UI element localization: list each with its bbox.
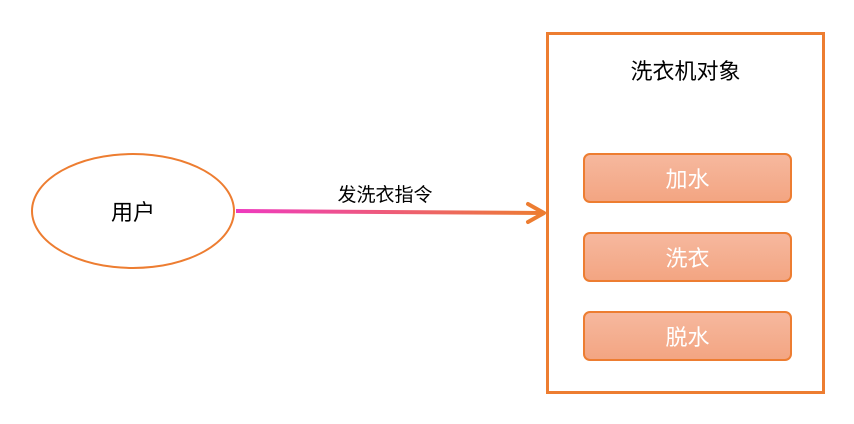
method-label: 洗衣 bbox=[665, 247, 710, 272]
method-label: 加水 bbox=[665, 168, 710, 193]
arrow-head-icon bbox=[526, 202, 546, 224]
object-title: 洗衣机对象 bbox=[630, 60, 741, 85]
command-label: 发洗衣指令 bbox=[337, 184, 433, 206]
user-label: 用户 bbox=[110, 201, 155, 226]
method-label: 脱水 bbox=[665, 326, 710, 351]
method-spin-dry: 脱水 bbox=[583, 311, 792, 361]
command-arrow-line bbox=[235, 209, 545, 215]
method-add-water: 加水 bbox=[583, 153, 792, 203]
user-ellipse: 用户 bbox=[31, 153, 235, 269]
method-wash: 洗衣 bbox=[583, 232, 792, 282]
washing-machine-object-box bbox=[546, 32, 825, 394]
